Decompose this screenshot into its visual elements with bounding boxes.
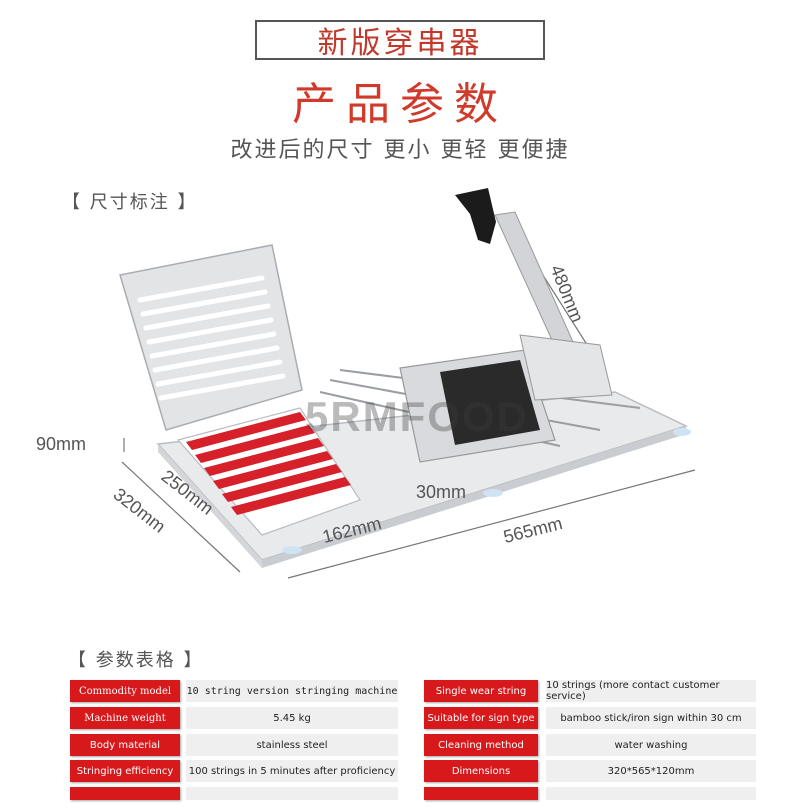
base-plate-side (158, 444, 262, 568)
spec-key: Machine weight (70, 707, 180, 729)
spec-key: Dimensions (424, 760, 538, 782)
spec-value: 5.45 kg (186, 707, 398, 729)
spec-value: 10 string version stringing machine (186, 680, 398, 702)
lid (119, 244, 303, 431)
spec-key: Single wear string (424, 680, 538, 702)
foot-1 (282, 546, 302, 554)
product-title-box: 新版穿串器 (255, 20, 545, 61)
spec-row: Body material stainless steel Cleaning m… (0, 734, 800, 756)
spec-value: stainless steel (186, 734, 398, 756)
dimensions-section-label: 【 尺寸标注 】 (62, 192, 198, 213)
dim-base-height: 90mm (36, 434, 87, 454)
product-title: 新版穿串器 (317, 26, 483, 61)
spec-row-partial (0, 787, 800, 809)
spec-key: Suitable for sign type (424, 707, 538, 729)
spec-row: Commodity model 10 string version string… (0, 680, 800, 702)
spec-value: water washing (546, 734, 756, 756)
pusher-block (440, 360, 540, 445)
spec-value: 320*565*120mm (546, 760, 756, 782)
tagline: 改进后的尺寸 更小 更轻 更便捷 (230, 138, 570, 163)
spec-key: Commodity model (70, 680, 180, 702)
spec-key-cut (424, 787, 538, 800)
spec-value-cut (186, 787, 398, 800)
foot-3 (673, 428, 691, 436)
lever-handle (455, 188, 496, 244)
machine-illustration (119, 188, 696, 579)
spec-value-cut (546, 787, 756, 800)
dimension-line-length (287, 469, 696, 579)
spec-value: 10 strings (more contact customer servic… (546, 680, 756, 702)
spec-row: Stringing efficiency 100 strings in 5 mi… (0, 760, 800, 782)
brand-watermark: 5RMFOOD (305, 393, 529, 440)
lid-slots (137, 275, 286, 401)
spec-value: 100 strings in 5 minutes after proficien… (186, 760, 398, 782)
lever-base (519, 334, 613, 401)
spec-key: Stringing efficiency (70, 760, 180, 782)
spec-key: Body material (70, 734, 180, 756)
spec-section-label: 【 参数表格 】 (68, 650, 204, 671)
dimension-line-depth (121, 461, 241, 573)
dim-gap: 30mm (416, 482, 467, 502)
spec-value: bamboo stick/iron sign within 30 cm (546, 707, 756, 729)
spec-key: Cleaning method (424, 734, 538, 756)
spec-row: Machine weight 5.45 kg Suitable for sign… (0, 707, 800, 729)
foot-2 (483, 489, 503, 497)
spec-key-cut (70, 787, 180, 800)
meat-rows (186, 412, 351, 515)
base-plate-edge (262, 426, 686, 568)
section-heading: 产品参数 (292, 79, 508, 130)
